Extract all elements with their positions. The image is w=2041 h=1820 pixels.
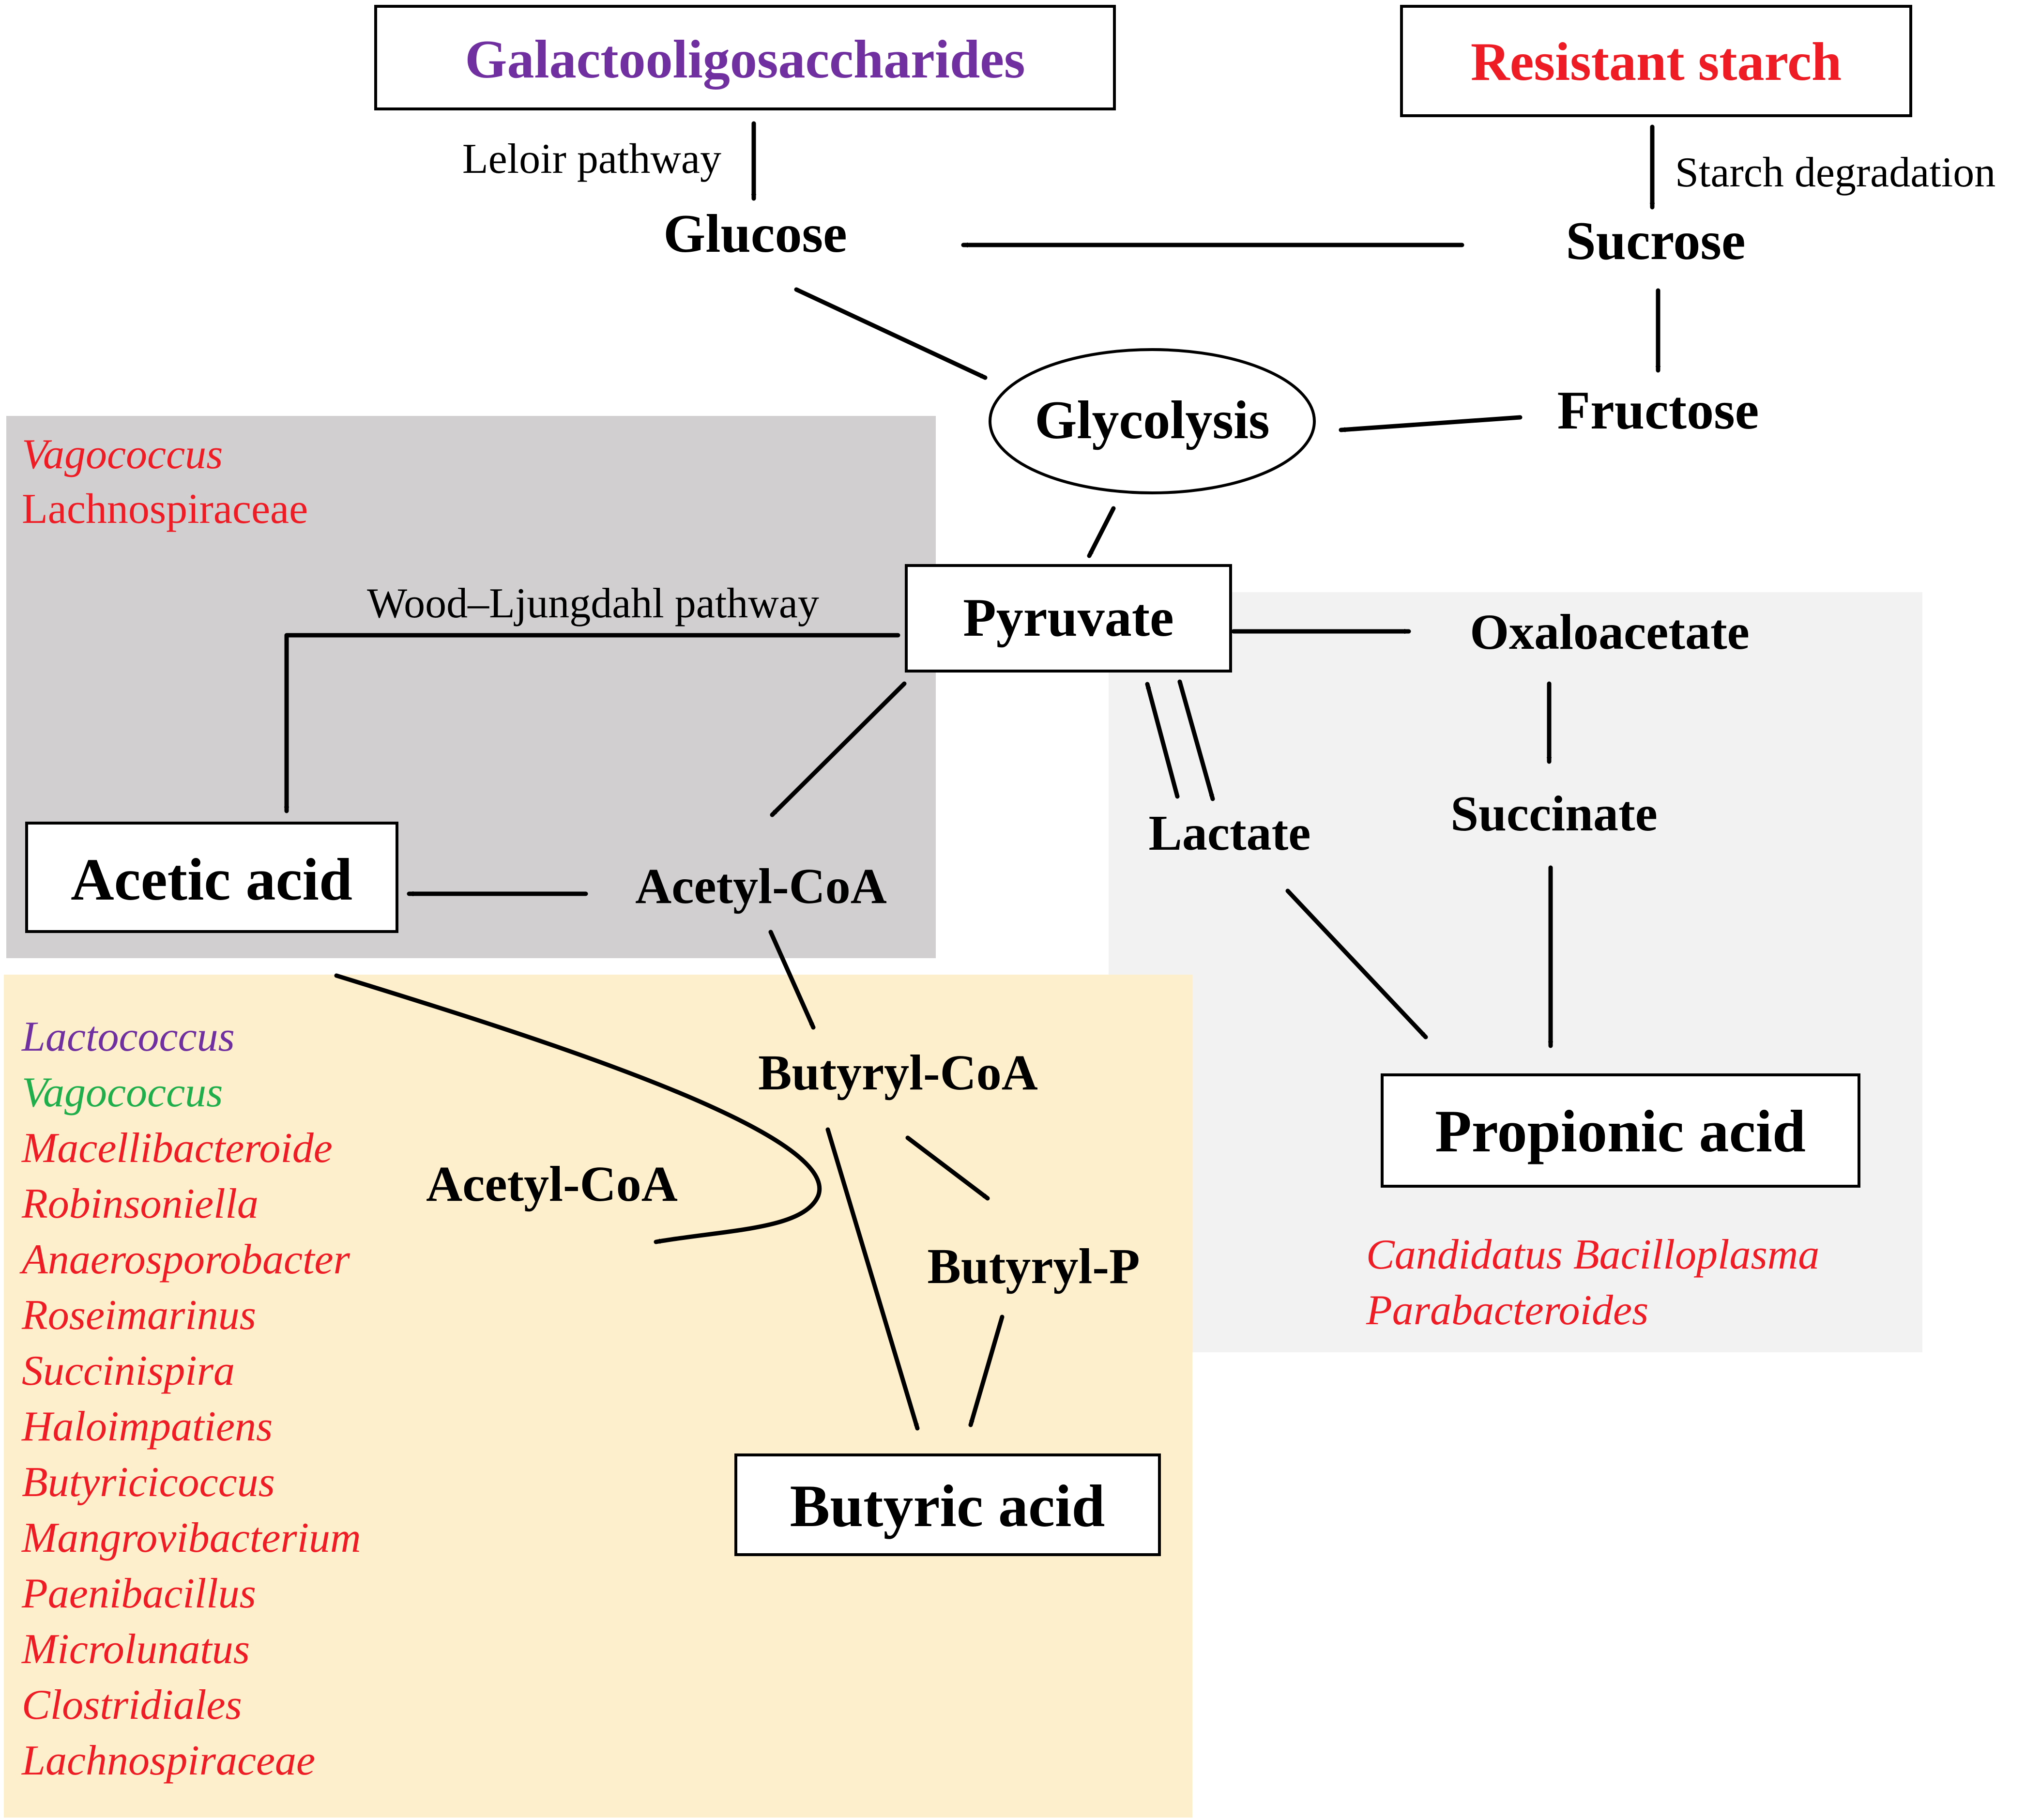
arrow-butyryl-coa-to-butyric-acid [825,1127,920,1431]
pathway-arrows [287,121,1658,1431]
glycolysis-label: Glycolysis [1035,390,1269,450]
arrow-pyruvate-to-lactate [1177,679,1215,801]
butyrate-taxon: Mangrovibacterium [21,1514,361,1561]
pyruvate-label: Pyruvate [963,588,1173,648]
butyrate-taxon: Roseimarinus [21,1292,256,1339]
lactate-label: Lactate [1149,805,1311,861]
acetate-taxon: Lachnospiraceae [22,486,308,533]
butyrate-taxon: Clostridiales [22,1682,242,1728]
propionate-taxon: Parabacteroides [1366,1287,1648,1334]
butyrate-taxon: Anaerosporobacter [19,1236,350,1283]
acetic-acid-label: Acetic acid [71,846,352,913]
starch-degradation-label: Starch degradation [1675,149,1995,196]
butyryl-coa-label: Butyryl-CoA [758,1045,1038,1101]
resistant-starch-box [1400,5,1912,117]
leloir-pathway-label: Leloir pathway [462,136,721,183]
acetyl-coa-recycled-label: Acetyl-CoA [426,1156,678,1212]
butyrate-taxa-list: Lactococcus Vagococcus Macellibacteroide… [19,1013,361,1784]
glycolysis-ellipse [989,348,1316,494]
butyrate-taxon: Butyricicoccus [22,1459,275,1506]
propionic-acid-label: Propionic acid [1435,1098,1806,1164]
acetate-taxa-list: Vagococcus Lachnospiraceae [22,431,308,533]
succinate-label: Succinate [1450,786,1658,841]
butyrate-taxon: Haloimpatiens [21,1403,273,1450]
galactooligosaccharides-box [374,5,1116,110]
butyrate-producer-region [4,975,1192,1818]
arrow-acetic-acid-to-acetyl-coa-recycling [334,973,822,1244]
arrow-butyryl-coa-to-butyryl-p [905,1135,990,1201]
arrow-acetyl-coa-to-butyryl-coa [768,930,816,1030]
glucose-label: Glucose [663,204,847,264]
propionate-producer-region [1109,592,1922,1352]
arrow-glucose-to-glycolysis [794,287,988,380]
acetyl-coa-label: Acetyl-CoA [635,858,887,914]
butyric-acid-label: Butyric acid [790,1473,1105,1539]
resistant-starch-label: Resistant starch [1471,32,1842,92]
butyrate-taxon: Macellibacteroide [21,1125,333,1172]
oxaloacetate-label: Oxaloacetate [1470,604,1750,660]
butyrate-taxon: Robinsoniella [21,1180,259,1227]
arrow-glycolysis-to-pyruvate [1087,506,1116,558]
arrow-butyryl-p-to-butyric-acid [968,1315,1005,1427]
butyrate-taxon: Microlunatus [21,1626,250,1673]
butyrate-taxon: Paenibacillus [21,1570,256,1617]
acetic-acid-box [25,822,398,933]
sucrose-label: Sucrose [1566,211,1745,271]
butyrate-taxon: Succinispira [22,1347,235,1394]
propionic-acid-box [1381,1073,1860,1188]
fructose-label: Fructose [1557,381,1759,441]
propionate-taxon: Candidatus Bacilloplasma [1366,1231,1819,1278]
arrow-fructose-to-glycolysis [1339,415,1523,430]
arrow-pyruvate-to-acetyl-coa [770,681,907,817]
butyric-acid-box [734,1453,1161,1556]
arrow-wood-ljungdahl-to-acetic-acid [287,633,900,813]
acetate-taxon: Vagococcus [22,431,223,478]
butyryl-p-label: Butyryl-P [927,1239,1140,1294]
pyruvate-box [905,564,1232,673]
arrow-lactate-to-pyruvate [1145,682,1180,799]
butyrate-taxon: Lachnospiraceae [21,1737,315,1784]
butyrate-taxon: Lactococcus [21,1013,235,1060]
propionate-taxa-list: Candidatus Bacilloplasma Parabacteroides [1366,1231,1819,1334]
arrow-lactate-to-propionic-acid [1285,888,1428,1040]
galactooligosaccharides-label: Galactooligosaccharides [465,30,1025,90]
wood-ljungdahl-pathway-label: Wood–Ljungdahl pathway [367,580,819,627]
butyrate-taxon: Vagococcus [22,1069,223,1116]
